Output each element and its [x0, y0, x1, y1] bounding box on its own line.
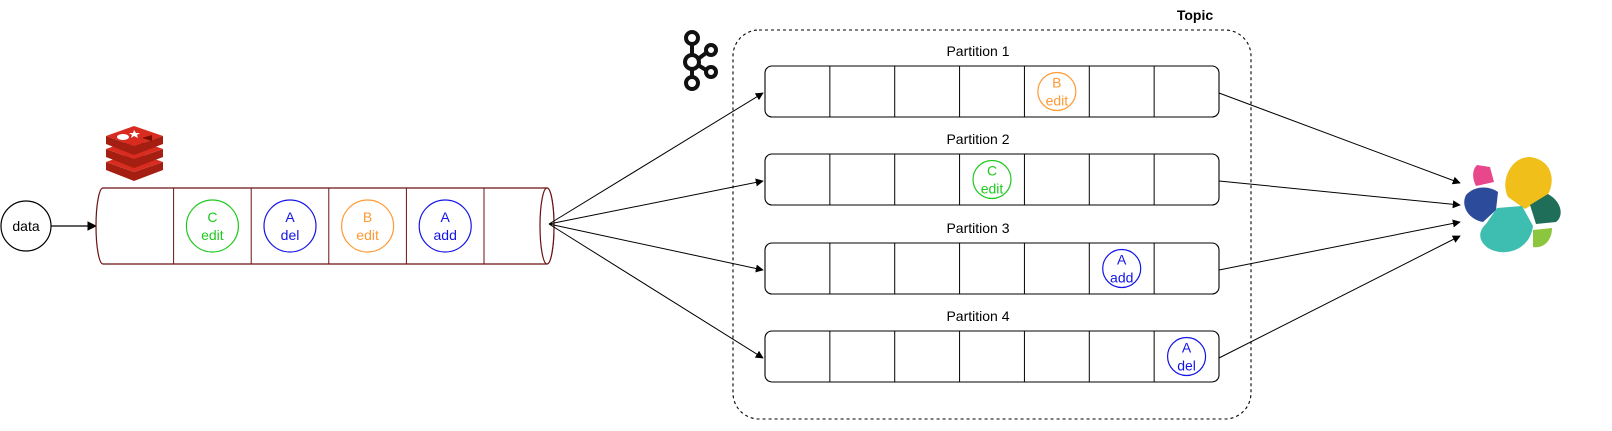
partition-label: Partition 2 [946, 131, 1009, 147]
message-circle [418, 199, 472, 253]
partition-label: Partition 4 [946, 308, 1009, 324]
kafka-icon [683, 30, 718, 91]
message-key: B [363, 209, 372, 225]
partition-to-sink-arrow [1218, 92, 1461, 185]
message-key: C [207, 209, 217, 225]
message-action: edit [981, 181, 1004, 197]
partition-label: Partition 3 [946, 220, 1009, 236]
elasticsearch-icon [1464, 157, 1561, 253]
message-action: edit [1046, 93, 1069, 109]
arrows [548, 92, 1461, 359]
message-action: edit [201, 227, 224, 243]
message-circle [341, 199, 395, 253]
partition-to-sink-arrow [1218, 219, 1461, 271]
message-circle [263, 199, 317, 253]
message-key: B [1052, 75, 1061, 91]
partition-to-sink-arrow [1218, 235, 1461, 359]
message-action: edit [356, 227, 379, 243]
topic-container: Topic [732, 7, 1252, 420]
message-key: A [441, 209, 451, 225]
message-key: A [285, 209, 295, 225]
data-source-label: data [12, 218, 39, 234]
data-source-node[interactable]: data [0, 200, 52, 252]
queue-to-partition-arrow [548, 223, 764, 359]
queue-to-partition-arrow [548, 92, 764, 225]
redis-icon [106, 126, 163, 181]
message-circle [972, 159, 1012, 200]
message-circle [1037, 71, 1077, 112]
queue-dividers [173, 188, 485, 264]
message-circle [1166, 336, 1207, 377]
message-key: C [987, 163, 997, 179]
topic-label: Topic [1177, 7, 1214, 23]
partition-log [764, 65, 1220, 118]
queue-to-partition-arrow [548, 223, 764, 273]
message-action: add [434, 227, 457, 243]
partition-log [764, 242, 1220, 295]
partition-label: Partition 1 [946, 43, 1009, 59]
message-circle [1102, 248, 1142, 289]
message-key: A [1182, 340, 1192, 356]
message-action: del [281, 227, 300, 243]
message-action: del [1177, 358, 1196, 374]
message-action: add [1110, 270, 1133, 286]
queue-to-partition-arrow [548, 178, 764, 225]
message-key: A [1117, 252, 1127, 268]
partition-to-sink-arrow [1218, 180, 1461, 209]
message-circle [185, 199, 239, 253]
partition-log [764, 330, 1220, 383]
